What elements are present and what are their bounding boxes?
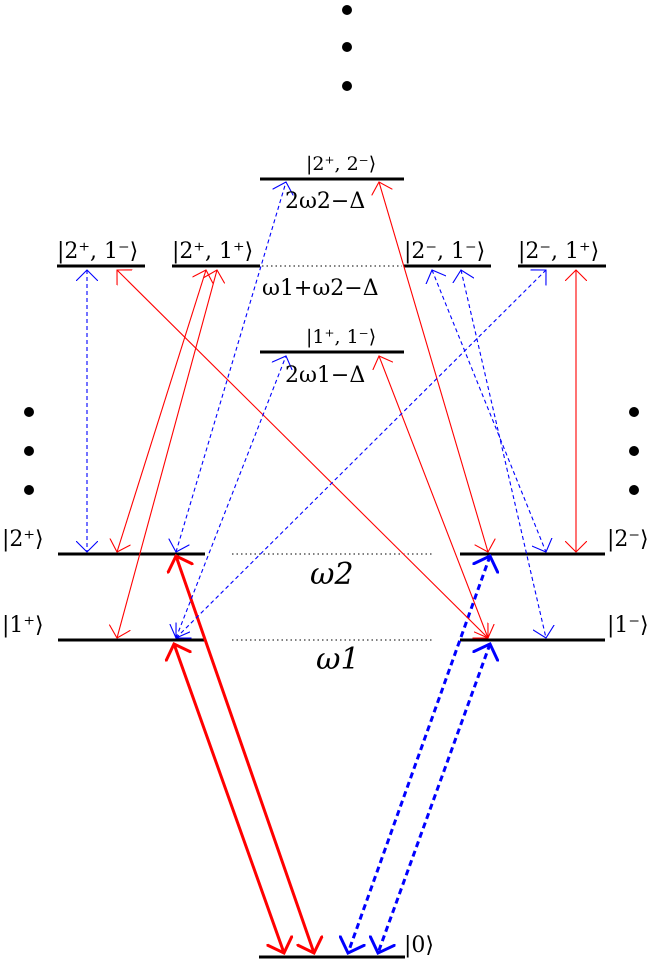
label-one-plus-one-minus: |1⁺, 1⁻⟩ <box>306 326 376 348</box>
two-minus-to-two-minus-one-minus-arrow <box>432 270 546 552</box>
ground-to-one-minus-arrow <box>378 644 490 953</box>
continuation-dots-top <box>342 5 352 91</box>
two-plus-to-two-plus-one-plus-arrow <box>117 270 206 552</box>
energy-two-omega1-delta: 2ω1−Δ <box>285 363 365 388</box>
one-minus-to-two-minus-one-minus-arrow <box>461 270 546 638</box>
label-two-minus: |2⁻⟩ <box>607 527 649 552</box>
label-two-minus-one-minus: |2⁻, 1⁻⟩ <box>404 239 485 264</box>
one-minus-to-two-plus-one-minus-arrow <box>117 270 488 638</box>
ground-to-one-plus-arrow <box>174 644 284 953</box>
label-one-minus: |1⁻⟩ <box>607 613 649 638</box>
label-two-plus-two-minus: |2⁺, 2⁻⟩ <box>306 153 376 175</box>
ground-to-two-minus-arrow <box>348 556 490 953</box>
label-two-plus-one-minus: |2⁺, 1⁻⟩ <box>57 239 138 264</box>
continuation-dots-right <box>629 407 639 495</box>
energy-omega1: ω1 <box>316 642 360 677</box>
energy-two-omega2-delta: 2ω2−Δ <box>285 189 365 214</box>
label-two-minus-one-plus: |2⁻, 1⁺⟩ <box>518 239 599 264</box>
label-ground: |0⟩ <box>404 933 434 958</box>
continuation-dots-left <box>24 407 34 495</box>
ground-to-two-plus-arrow <box>176 556 314 953</box>
label-one-plus: |1⁺⟩ <box>2 613 44 638</box>
energy-omega1-omega2-delta: ω1+ω2−Δ <box>262 276 379 301</box>
energy-omega2: ω2 <box>310 557 354 592</box>
two-plus-to-two-plus-two-minus-arrow <box>176 182 286 552</box>
one-plus-to-two-plus-one-plus-arrow <box>117 270 217 638</box>
label-two-plus: |2⁺⟩ <box>2 527 44 552</box>
label-two-plus-one-plus: |2⁺, 1⁺⟩ <box>172 239 253 264</box>
